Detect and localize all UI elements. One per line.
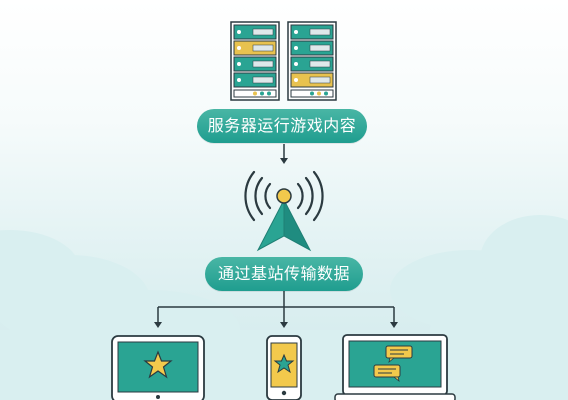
tablet-icon	[111, 335, 205, 400]
arrow-down-icon	[280, 144, 288, 164]
chat-bubble-icon	[373, 364, 401, 383]
base-station-label: 通过基站传输数据	[205, 257, 363, 291]
server-rack-icon	[287, 21, 337, 101]
laptop-icon	[334, 334, 456, 400]
distribution-connectors	[154, 291, 398, 328]
chat-bubble-icon	[385, 345, 413, 364]
cell-tower-icon	[244, 170, 324, 252]
phone-icon	[266, 335, 302, 400]
server-running-label: 服务器运行游戏内容	[197, 109, 367, 143]
server-rack-icon	[230, 21, 280, 101]
